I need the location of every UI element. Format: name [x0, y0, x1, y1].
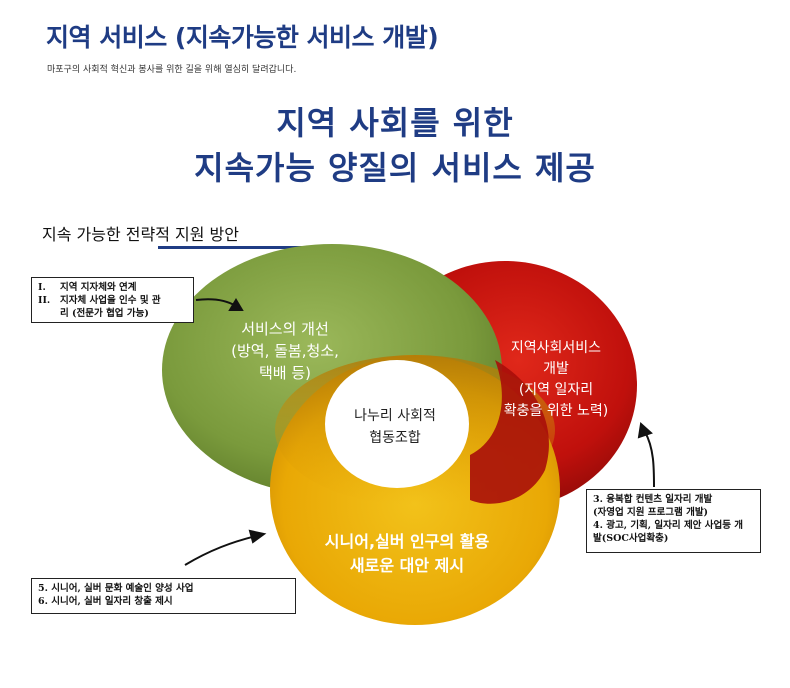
note-num: I.	[38, 282, 46, 293]
green-ring-label-line1: 서비스의 개선	[241, 320, 329, 338]
note-box-senior-programs: 5. 시니어, 실버 문화 예술인 양성 사업 6. 시니어, 실버 일자리 창…	[31, 578, 296, 614]
red-ring-overlap	[470, 360, 549, 504]
center-hole	[325, 360, 469, 488]
note-row: I. 지역 지자체와 연계	[38, 281, 187, 294]
green-ring-label: 서비스의 개선 (방역, 돌봄,청소, 택배 등)	[205, 318, 365, 384]
note-row: (자영업 지원 프로그램 개발)	[593, 507, 709, 518]
page-header-title: 지역 서비스 (지속가능한 서비스 개발)	[46, 23, 439, 52]
center-label-line2: 협동조합	[369, 430, 421, 446]
arrow-bottom-left	[184, 529, 267, 566]
section-label-plain: 지속 가능한	[42, 225, 126, 244]
note-row: 발(SOC사업확충)	[593, 533, 669, 544]
yellow-ring-label-line1: 시니어,실버 인구의 활용	[324, 532, 490, 551]
note-row: 5. 시니어, 실버 문화 예술인 양성 사업	[38, 583, 194, 594]
page-header-subtitle: 마포구의 사회적 혁신과 봉사를 위한 길을 위해 열심히 달려갑니다.	[47, 65, 297, 75]
green-ring-label-line2: (방역, 돌봄,청소,	[231, 342, 339, 360]
red-ring-label-line4: 확충을 위한 노력)	[503, 403, 609, 419]
section-underline	[158, 246, 320, 249]
note-box-job-development: 3. 융복합 컨텐츠 일자리 개발 (자영업 지원 프로그램 개발) 4. 광고…	[586, 489, 761, 553]
note-row: 리 (전문가 협업 가능)	[38, 307, 187, 320]
note-box-local-government: I. 지역 지자체와 연계 II. 지자체 사업을 인수 및 관 리 (전문가 협업…	[31, 277, 194, 323]
arrow-right	[637, 422, 655, 488]
note-row: 6. 시니어, 실버 일자리 창출 제시	[38, 596, 173, 607]
main-title-line1: 지역 사회를 위한	[276, 104, 514, 142]
main-title-line2: 지속가능 양질의 서비스 제공	[194, 149, 596, 187]
red-ring-label-line2: 개발	[543, 361, 569, 377]
red-ring-label-line1: 지역사회서비스	[510, 340, 602, 356]
yellow-ring-label: 시니어,실버 인구의 활용 새로운 대안 제시	[282, 530, 532, 578]
green-ring-label-line3: 택배 등)	[258, 364, 312, 382]
note-text: 지역 지자체와 연계	[60, 282, 137, 293]
note-row: II. 지자체 사업을 인수 및 관	[38, 294, 187, 307]
note-row: 4. 광고, 기획, 일자리 제안 사업등 개	[593, 520, 743, 531]
red-ring-label-line3: (지역 일자리	[518, 382, 594, 398]
note-num: II.	[38, 295, 51, 306]
center-label: 나누리 사회적 협동조합	[330, 405, 460, 449]
center-label-line1: 나누리 사회적	[354, 408, 436, 424]
note-row: 3. 융복합 컨텐츠 일자리 개발	[593, 494, 713, 505]
note-text: 리 (전문가 협업 가능)	[60, 308, 149, 319]
yellow-ring-label-line2: 새로운 대안 제시	[349, 556, 465, 575]
section-label-underlined: 전략적 지원 방안	[125, 225, 239, 244]
note-text: 지자체 사업을 인수 및 관	[60, 295, 161, 306]
arrow-top-left	[195, 298, 244, 311]
section-label: 지속 가능한 전략적 지원 방안	[42, 221, 239, 245]
red-ring-label: 지역사회서비스 개발 (지역 일자리 확충을 위한 노력)	[476, 338, 636, 422]
